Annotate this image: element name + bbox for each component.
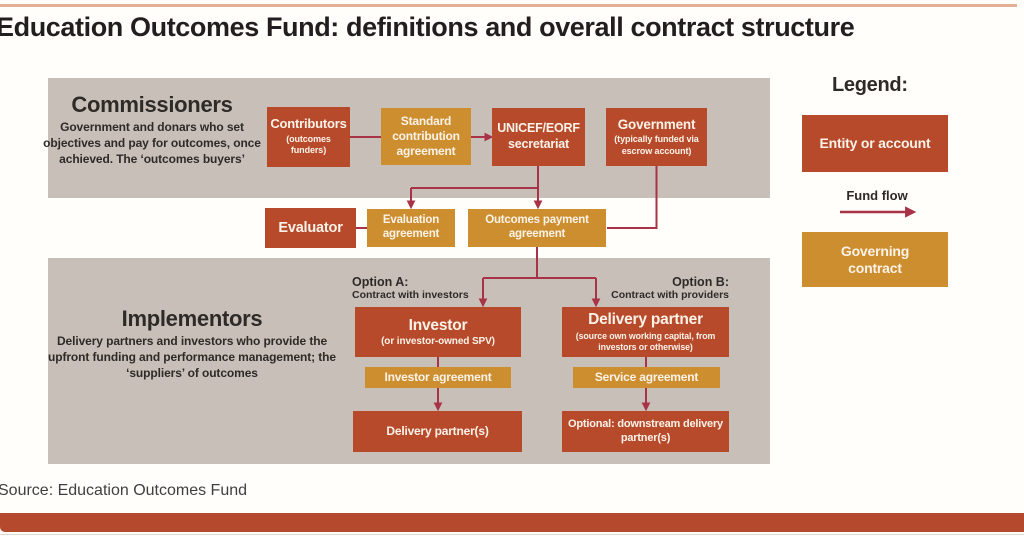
option-a-subtitle: Contract with investors (352, 288, 469, 301)
investor-node: Investor (or investor-owned SPV) (355, 307, 521, 357)
commissioners-text-block: Commissioners Government and donars who … (32, 92, 272, 167)
fund-flow-arrow-icon (840, 206, 917, 218)
legend-entity-swatch: Entity or account (802, 115, 948, 172)
standard-contribution-agreement-label: Standard contribution agreement (392, 114, 460, 158)
investor-sublabel: (or investor-owned SPV) (381, 336, 495, 348)
delivery-partner-sublabel: (source own working capital, from invest… (575, 330, 716, 352)
investor-agreement-label: Investor agreement (384, 369, 492, 384)
unicef-eorf-secretariat-label: UNICEF/EORF secretariat (497, 121, 580, 151)
bottom-hairline (0, 534, 1024, 535)
investor-label: Investor (408, 316, 468, 334)
commissioners-heading: Commissioners (71, 92, 233, 117)
option-a-title: Option A: (352, 275, 409, 289)
optional-downstream-delivery-partners-label: Optional: downstream delivery partner(s) (568, 417, 723, 444)
unicef-eorf-secretariat-node: UNICEF/EORF secretariat (492, 108, 585, 166)
top-accent-line (0, 4, 1017, 7)
legend-contract-swatch: Governing contract (802, 232, 948, 287)
legend-fund-flow-label: Fund flow (846, 188, 908, 203)
investor-agreement-node: Investor agreement (365, 367, 511, 388)
evaluation-agreement-label: Evaluation agreement (382, 214, 440, 240)
implementors-text-block: Implementors Delivery partners and inves… (44, 306, 340, 381)
delivery-partners-label: Delivery partner(s) (386, 423, 489, 438)
outcomes-payment-agreement-label: Outcomes payment agreement (485, 214, 589, 240)
legend-heading: Legend: (832, 74, 908, 96)
option-b-subtitle: Contract with providers (611, 288, 729, 301)
delivery-partners-node: Delivery partner(s) (353, 411, 522, 452)
option-a-label: Option A: Contract with investors (352, 275, 502, 301)
commissioners-description: Government and donars who set objectives… (43, 120, 261, 166)
evaluator-node: Evaluator (265, 208, 356, 248)
service-agreement-label: Service agreement (594, 369, 699, 384)
contributors-node: Contributors (outcomes funders) (267, 107, 350, 167)
legend-contract-label: Governing contract (840, 242, 910, 276)
government-sublabel: (typically funded via escrow account) (614, 133, 699, 156)
implementors-description: Delivery partners and investors who prov… (48, 334, 336, 380)
evaluator-label: Evaluator (278, 219, 343, 236)
page-title: Education Outcomes Fund: definitions and… (0, 12, 855, 42)
government-node: Government (typically funded via escrow … (606, 108, 707, 166)
service-agreement-node: Service agreement (573, 367, 720, 388)
government-label: Government (617, 116, 696, 132)
evaluation-agreement-node: Evaluation agreement (367, 209, 455, 247)
implementors-heading: Implementors (121, 306, 263, 331)
bottom-accent-bar (0, 513, 1024, 532)
outcomes-payment-agreement-node: Outcomes payment agreement (468, 209, 606, 247)
legend-entity-label: Entity or account (819, 134, 931, 151)
option-b-label: Option B: Contract with providers (579, 275, 729, 301)
option-b-title: Option B: (672, 275, 729, 289)
source-caption: Source: Education Outcomes Fund (0, 482, 248, 499)
standard-contribution-agreement-node: Standard contribution agreement (381, 108, 471, 165)
delivery-partner-node: Delivery partner (source own working cap… (562, 307, 729, 357)
optional-downstream-delivery-partners-node: Optional: downstream delivery partner(s) (562, 411, 729, 452)
contributors-label: Contributors (270, 116, 347, 132)
contributors-sublabel: (outcomes funders) (286, 134, 331, 156)
delivery-partner-label: Delivery partner (588, 311, 703, 329)
